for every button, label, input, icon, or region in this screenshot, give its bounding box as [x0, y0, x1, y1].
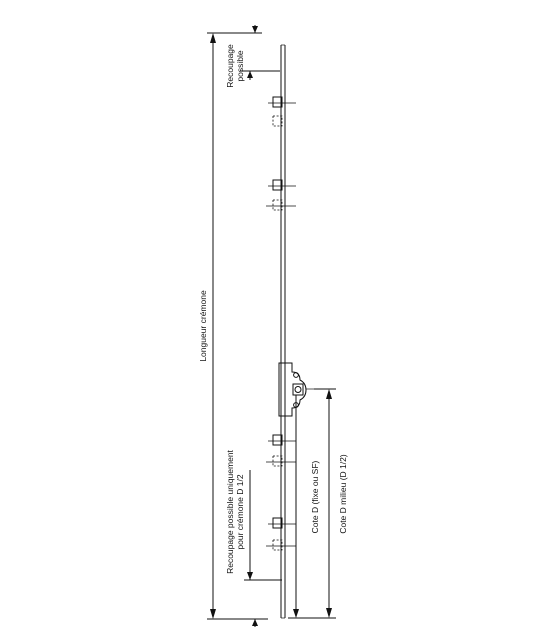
- locking-cam-solid: [272, 179, 283, 191]
- arrow-down-top-cut: [252, 26, 258, 33]
- arrow-down-overall: [210, 609, 216, 619]
- top-cut-zone-dimension: Recoupage possible: [225, 25, 280, 88]
- arrow-up-top-cut: [247, 71, 253, 78]
- locking-point-upper-1: [268, 96, 296, 127]
- overall-length-dimension: Longueur crémone: [198, 32, 268, 620]
- locking-cam-dashed: [272, 199, 283, 211]
- locking-cam-dashed: [272, 455, 283, 467]
- locking-cam-dashed: [272, 115, 283, 127]
- recoupage-bottom-label-1: Recoupage possible uniquement: [225, 449, 235, 573]
- locking-cam-solid: [272, 434, 283, 446]
- arrow-down-cote-d: [293, 609, 299, 618]
- cremone-bar: [280, 44, 286, 619]
- recoupage-top-label-2: possible: [235, 50, 245, 81]
- spindle-square: [292, 383, 304, 396]
- locking-cam-solid: [272, 96, 283, 108]
- locking-cam-solid: [272, 517, 283, 529]
- cote-d-milieu-dimension: Cote D milieu (D 1/2): [288, 388, 348, 619]
- cote-d-label: Cote D (fixe ou SF): [310, 460, 320, 533]
- spindle-hole: [294, 386, 302, 393]
- arrow-down-cote-d-milieu: [326, 608, 332, 618]
- arrow-down-bottom-cut: [247, 572, 253, 580]
- recoupage-top-label-1: Recoupage: [225, 44, 235, 88]
- locking-cam-dashed: [272, 539, 283, 551]
- arrow-up-overall: [210, 33, 216, 43]
- cote-d-dimension: Cote D (fixe ou SF): [293, 395, 320, 618]
- cote-d-milieu-label: Cote D milieu (D 1/2): [338, 454, 348, 534]
- locking-point-upper-2: [266, 179, 296, 211]
- gearbox-screw-top: [293, 372, 299, 378]
- arrow-up-cote-d-milieu: [326, 389, 332, 399]
- locking-point-lower-1: [266, 434, 296, 467]
- arrow-up-bottom-cut: [252, 619, 258, 626]
- longueur-label: Longueur crémone: [198, 290, 208, 362]
- recoupage-bottom-label-2: pour crémone D 1/2: [235, 474, 245, 549]
- locking-point-lower-2: [266, 517, 296, 551]
- bottom-cut-zone-dimension: Recoupage possible uniquement pour crémo…: [225, 449, 282, 627]
